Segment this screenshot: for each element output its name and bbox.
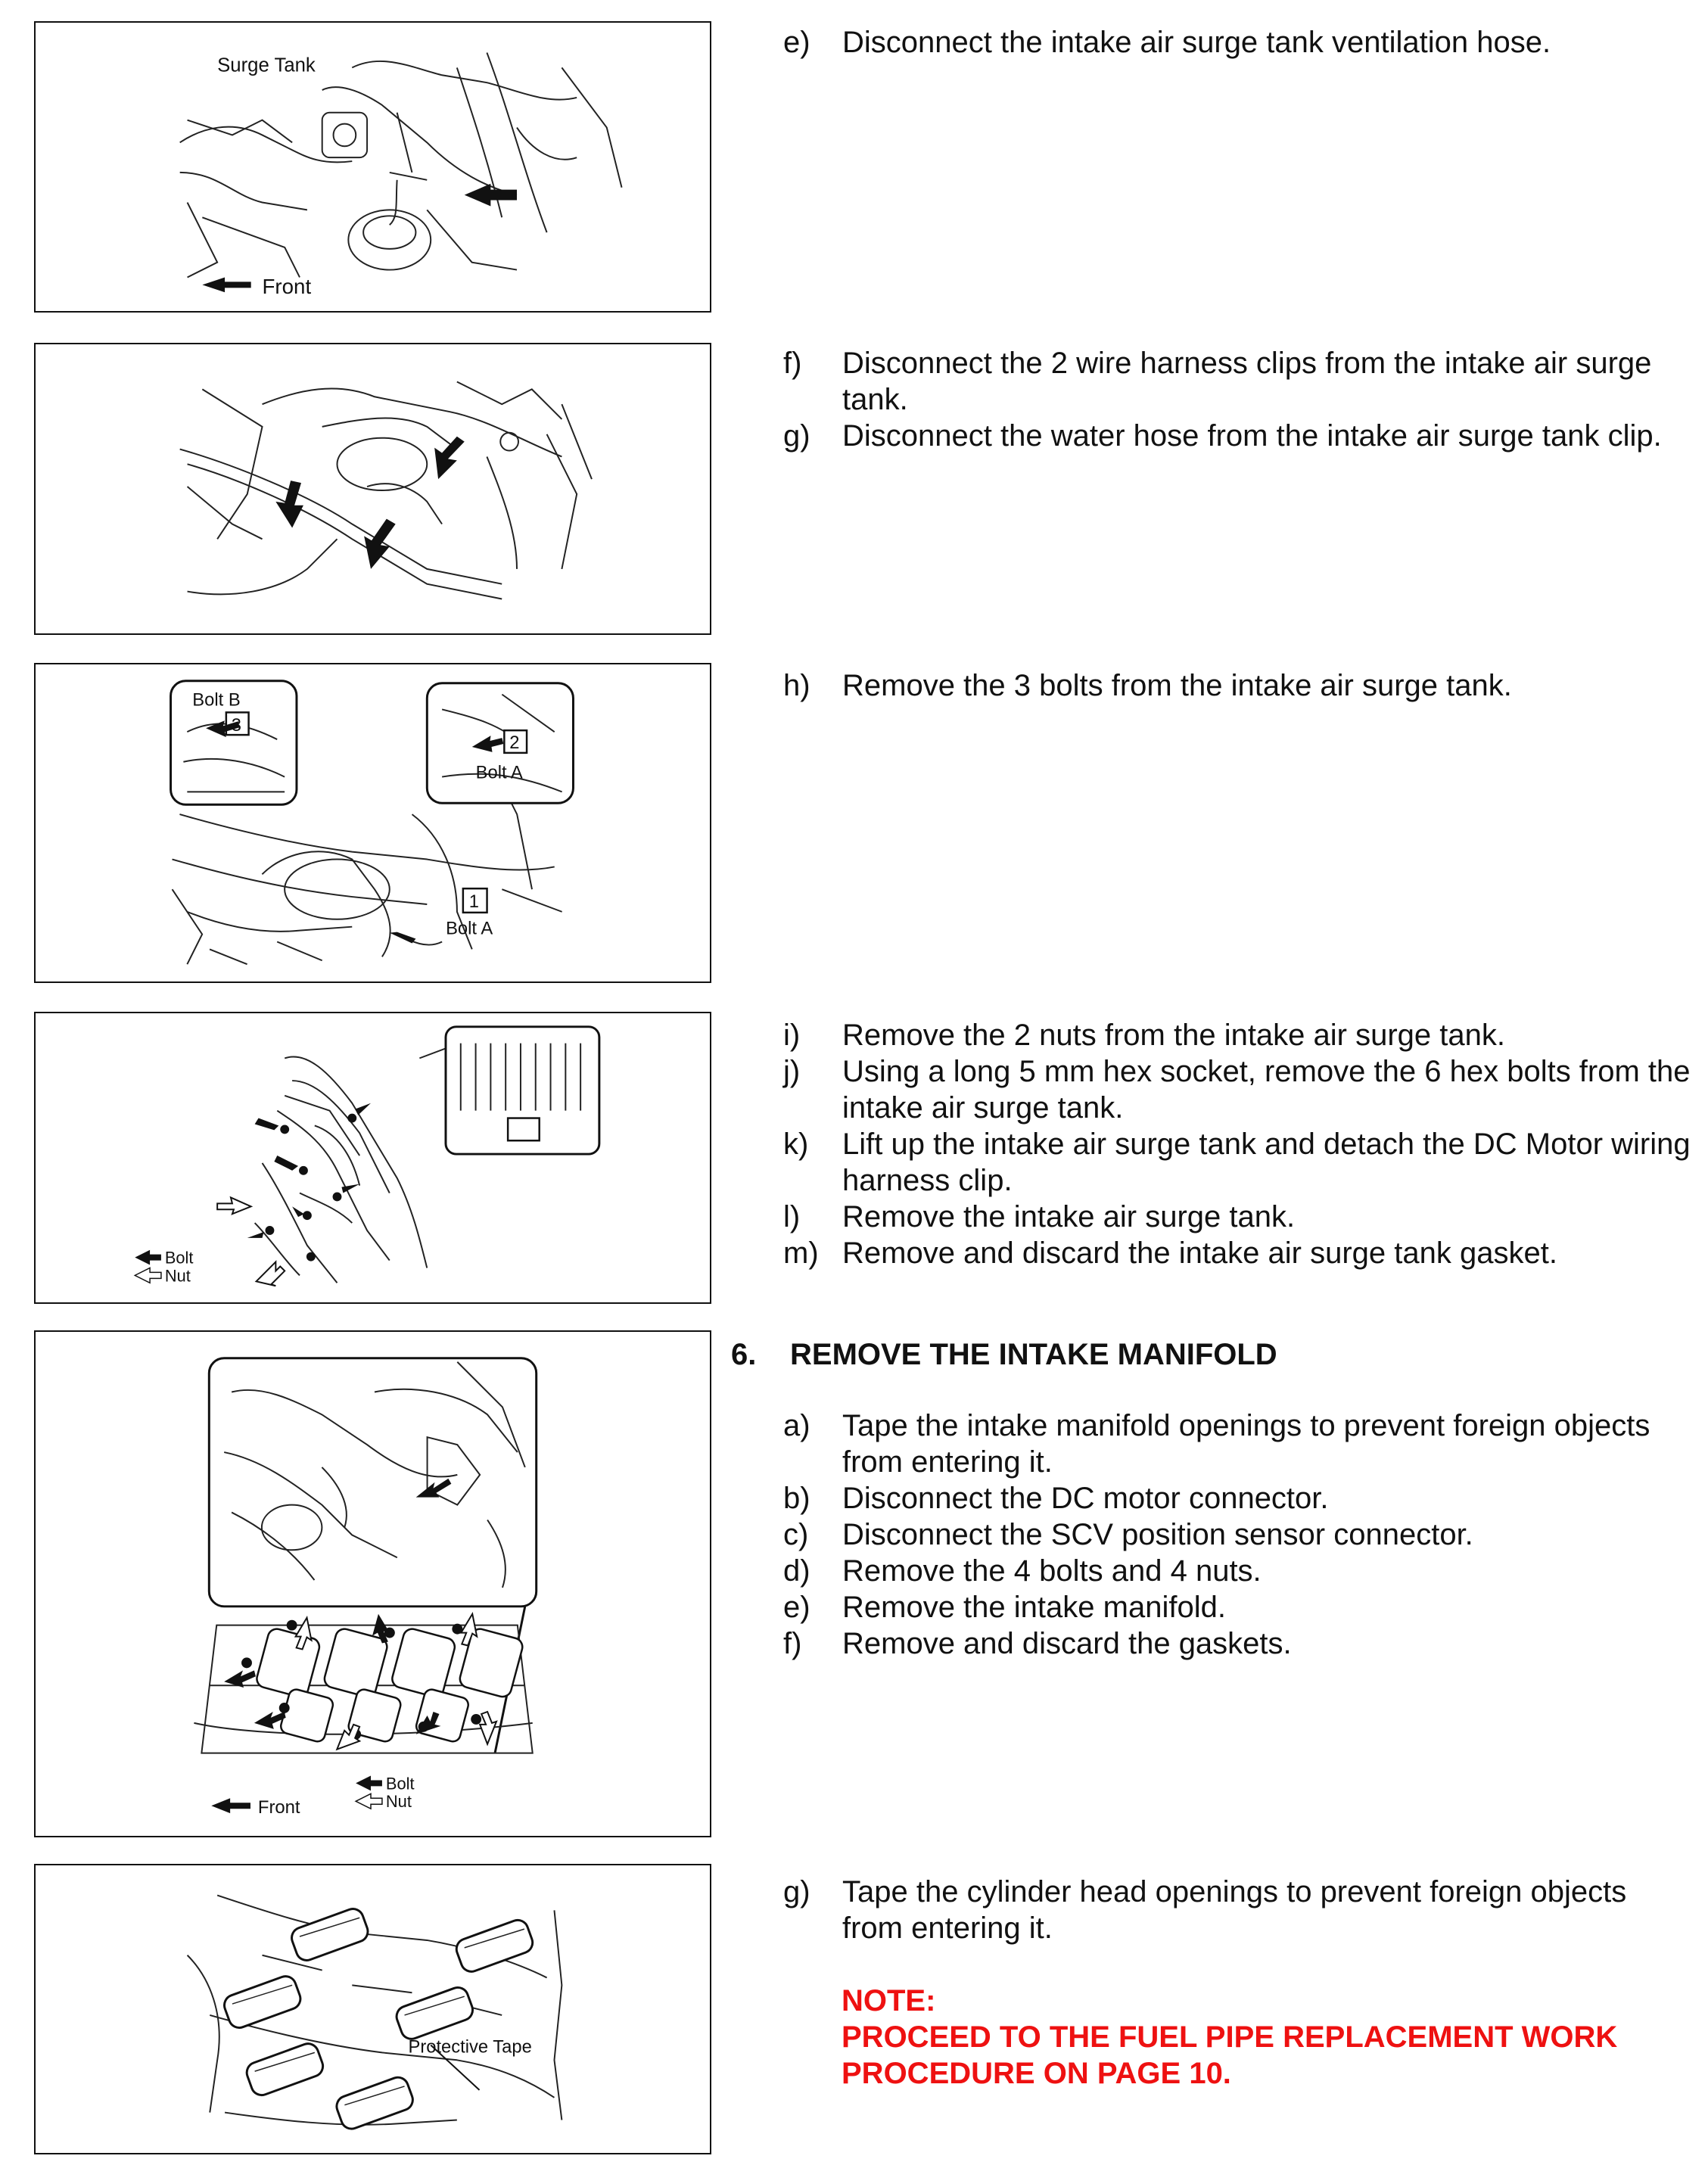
step-text: Disconnect the water hose from the intak… — [842, 419, 1662, 453]
figure-4-drawing: Bolt Nut — [133, 1025, 601, 1287]
step-label: e) — [783, 1591, 810, 1624]
step-label: g) — [783, 1875, 810, 1908]
step-e-remove-manifold: e) Remove the intake manifold. — [783, 1589, 1691, 1625]
label-nut: Nut — [165, 1266, 191, 1285]
step-c-scv-sensor: c) Disconnect the SCV position sensor co… — [783, 1517, 1691, 1553]
step-text: Remove the intake manifold. — [842, 1591, 1226, 1624]
step-label: h) — [783, 669, 810, 702]
figure-3-drawing: Bolt B 3 2 Bolt A 1 Bolt A — [170, 680, 574, 966]
figure-5-drawing: Bolt Nut Front — [194, 1357, 538, 1818]
section-heading: 6. REMOVE THE INTAKE MANIFOLD — [731, 1336, 1277, 1373]
step-m-discard-gasket: m) Remove and discard the intake air sur… — [783, 1235, 1691, 1271]
label-callout-2: 2 — [509, 733, 519, 753]
label-front: Front — [263, 275, 312, 298]
step-text: Remove and discard the intake air surge … — [842, 1237, 1557, 1270]
step-text: Disconnect the 2 wire harness clips from… — [842, 347, 1652, 416]
step-text: Remove and discard the gaskets. — [842, 1627, 1292, 1660]
step-text: Disconnect the DC motor connector. — [842, 1482, 1329, 1515]
step-text: Remove the intake air surge tank. — [842, 1200, 1296, 1233]
step-label: e) — [783, 26, 810, 59]
step-j-hex-bolts: j) Using a long 5 mm hex socket, remove … — [783, 1053, 1691, 1126]
step-b-dc-motor: b) Disconnect the DC motor connector. — [783, 1480, 1691, 1517]
step-g-tape-cylinder-head: g) Tape the cylinder head openings to pr… — [783, 1874, 1691, 1946]
step-text: Using a long 5 mm hex socket, remove the… — [842, 1055, 1691, 1125]
label-callout-3: 3 — [232, 715, 241, 736]
step-i-two-nuts: i) Remove the 2 nuts from the intake air… — [783, 1017, 1691, 1053]
step-e-ventilation-hose: e) Disconnect the intake air surge tank … — [783, 24, 1691, 61]
step-d-bolts-nuts: d) Remove the 4 bolts and 4 nuts. — [783, 1553, 1691, 1589]
step-label: f) — [783, 347, 802, 380]
label-surge-tank: Surge Tank — [217, 54, 316, 76]
step-text: Tape the intake manifold openings to pre… — [842, 1409, 1650, 1479]
figure-6-drawing: Protective Tape — [186, 1894, 563, 2130]
label-bolt: Bolt — [386, 1774, 415, 1793]
step-f-discard-gaskets: f) Remove and discard the gaskets. — [783, 1625, 1691, 1662]
step-label: j) — [783, 1055, 801, 1088]
step-label: f) — [783, 1627, 802, 1660]
step-label: a) — [783, 1409, 810, 1442]
label-bolt-a-bottom: Bolt A — [446, 919, 493, 939]
note-text: PROCEED TO THE FUEL PIPE REPLACEMENT WOR… — [842, 2020, 1618, 2090]
figure-three-bolts: Bolt B 3 2 Bolt A 1 Bolt A — [34, 663, 711, 983]
step-label: k) — [783, 1128, 809, 1161]
step-label: g) — [783, 419, 810, 453]
step-text: Lift up the intake air surge tank and de… — [842, 1128, 1691, 1197]
step-text: Remove the 4 bolts and 4 nuts. — [842, 1554, 1262, 1588]
figure-hex-bolts-nuts: Bolt Nut — [34, 1012, 711, 1304]
step-label: c) — [783, 1518, 809, 1551]
figure-wire-harness-clips — [34, 343, 711, 635]
step-text: Tape the cylinder head openings to preve… — [842, 1875, 1627, 1945]
section-number: 6. — [731, 1338, 757, 1371]
section-title: REMOVE THE INTAKE MANIFOLD — [790, 1338, 1277, 1371]
step-label: l) — [783, 1200, 801, 1233]
label-protective-tape: Protective Tape — [409, 2036, 532, 2057]
label-front: Front — [258, 1797, 300, 1818]
label-bolt: Bolt — [165, 1249, 194, 1268]
step-text: Disconnect the SCV position sensor conne… — [842, 1518, 1473, 1551]
label-nut: Nut — [386, 1792, 412, 1811]
label-bolt-b: Bolt B — [192, 689, 240, 710]
note-label: NOTE: — [842, 1984, 936, 2017]
step-label: d) — [783, 1554, 810, 1588]
step-l-remove-tank: l) Remove the intake air surge tank. — [783, 1199, 1691, 1235]
figure-intake-manifold: Bolt Nut Front — [34, 1330, 711, 1837]
figure-2-drawing — [179, 381, 593, 600]
step-label: i) — [783, 1019, 801, 1052]
step-a-tape-manifold: a) Tape the intake manifold openings to … — [783, 1408, 1691, 1480]
step-text: Disconnect the intake air surge tank ven… — [842, 26, 1551, 59]
step-h-three-bolts: h) Remove the 3 bolts from the intake ai… — [783, 667, 1691, 704]
step-k-lift-tank: k) Lift up the intake air surge tank and… — [783, 1126, 1691, 1199]
figure-1-drawing: Surge Tank Front — [179, 52, 623, 298]
figure-protective-tape: Protective Tape — [34, 1864, 711, 2154]
note-block: NOTE: PROCEED TO THE FUEL PIPE REPLACEME… — [842, 1983, 1704, 2092]
label-bolt-a-top: Bolt A — [476, 763, 523, 783]
figure-surge-tank-hose: Surge Tank Front — [34, 21, 711, 313]
step-f-wire-harness: f) Disconnect the 2 wire harness clips f… — [783, 345, 1691, 418]
step-label: b) — [783, 1482, 810, 1515]
step-label: m) — [783, 1237, 819, 1270]
step-text: Remove the 2 nuts from the intake air su… — [842, 1019, 1505, 1052]
step-text: Remove the 3 bolts from the intake air s… — [842, 669, 1512, 702]
label-callout-1: 1 — [469, 891, 479, 912]
step-g-water-hose: g) Disconnect the water hose from the in… — [783, 418, 1691, 454]
